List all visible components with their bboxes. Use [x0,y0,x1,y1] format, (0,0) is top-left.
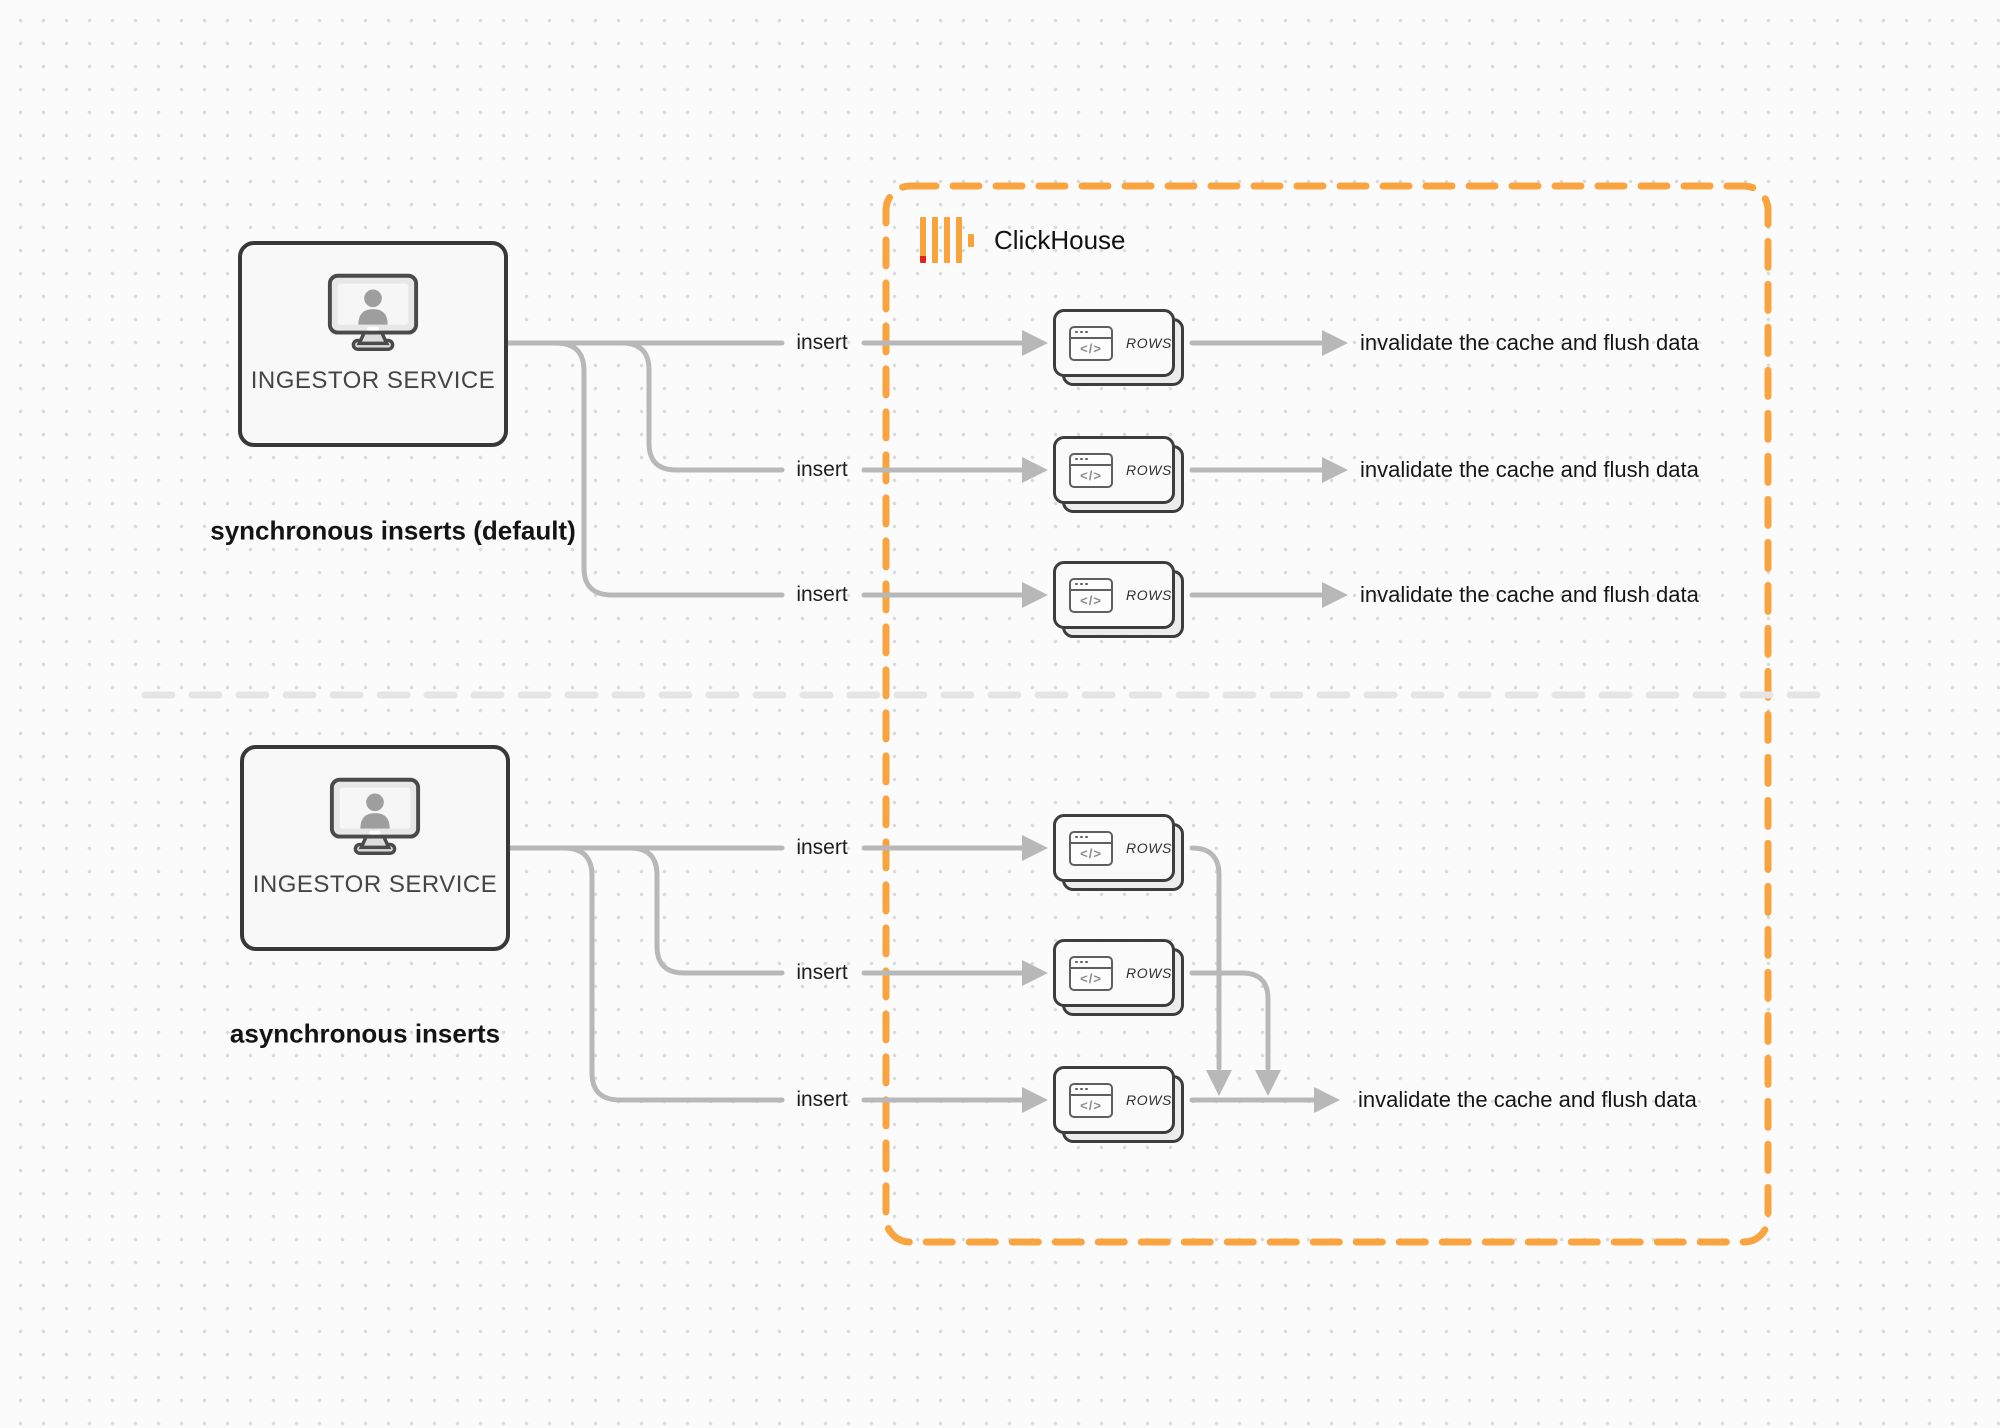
arrowhead-icon [1022,960,1048,986]
rows-card: </> ROWS [1053,814,1184,891]
sync-arrowheads [1022,330,1348,608]
rows-card-front: </> ROWS [1053,561,1175,629]
rows-label: ROWS [1126,335,1172,351]
insert-label: insert [796,583,848,606]
sync-branch-row3 [553,340,785,598]
code-window-icon: </> [1069,1082,1114,1118]
service-label: INGESTOR SERVICE [252,871,498,898]
rows-card-front: </> ROWS [1053,436,1175,504]
invalidate-label: invalidate the cache and flush data [1360,330,1699,355]
arrowhead-icon [1022,835,1048,861]
invalidate-label: invalidate the cache and flush data [1360,457,1699,482]
logo-bar [932,217,938,263]
arrowhead-icon [1022,457,1048,483]
clickhouse-logo: ClickHouse [920,217,1126,263]
code-glyph: </> [1080,341,1102,356]
clickhouse-label: ClickHouse [994,224,1126,255]
sync-connectors [505,340,1327,598]
rows-card-front: </> ROWS [1053,309,1175,377]
code-glyph: </> [1080,1098,1102,1113]
insert-label: insert [796,961,848,984]
rows-card-front: </> ROWS [1053,1066,1175,1134]
insert-label: insert [796,458,848,481]
rows-card: </> ROWS [1053,1066,1184,1143]
logo-bar [956,217,962,263]
rows-label: ROWS [1126,587,1172,603]
code-glyph: </> [1080,846,1102,861]
rows-card: </> ROWS [1053,309,1184,386]
rows-label: ROWS [1126,1092,1172,1108]
rows-card-front: </> ROWS [1053,814,1175,882]
invalidate-label: invalidate the cache and flush data [1360,582,1699,607]
insert-label: insert [796,1088,848,1111]
code-window-icon: </> [1069,830,1114,866]
arrowhead-icon [1022,330,1048,356]
invalidate-label: invalidate the cache and flush data [1358,1087,1697,1112]
monitor-user-icon [329,777,421,855]
async-connectors [505,845,1317,1103]
rows-card: </> ROWS [1053,939,1184,1016]
clickhouse-dashed-boundary [882,182,1772,1246]
logo-bar-short [968,233,974,247]
sync-caption: synchronous inserts (default) [210,515,576,546]
insert-label: insert [796,836,848,859]
code-window-icon: </> [1069,325,1114,361]
ingestor-service-box-sync: INGESTOR SERVICE [238,241,508,447]
arrowhead-down-icon [1255,1070,1281,1096]
arrowhead-icon [1322,330,1348,356]
service-label: INGESTOR SERVICE [250,367,496,394]
arrowhead-icon [1022,582,1048,608]
arrowhead-down-icon [1206,1070,1232,1096]
sync-branch-row2 [619,340,785,473]
code-window-icon: </> [1069,955,1114,991]
monitor-user-icon [327,273,419,351]
rows-card-front: </> ROWS [1053,939,1175,1007]
code-window-icon: </> [1069,577,1114,613]
rows-label: ROWS [1126,462,1172,478]
arrowhead-icon [1314,1087,1340,1113]
code-glyph: </> [1080,468,1102,483]
async-merge-row1 [1189,845,1222,1071]
async-branch-row2 [627,845,785,976]
rows-card: </> ROWS [1053,561,1184,638]
rows-label: ROWS [1126,840,1172,856]
logo-bar [944,217,950,263]
insert-label: insert [796,331,848,354]
arrowhead-icon [1022,1087,1048,1113]
async-arrowheads [1022,835,1340,1113]
clickhouse-bars-icon [920,217,974,263]
arrowhead-icon [1322,457,1348,483]
logo-bar [920,217,926,263]
async-branch-row3 [561,845,785,1103]
ingestor-service-box-async: INGESTOR SERVICE [240,745,510,951]
code-glyph: </> [1080,971,1102,986]
code-window-icon: </> [1069,452,1114,488]
code-glyph: </> [1080,593,1102,608]
rows-card: </> ROWS [1053,436,1184,513]
arrowhead-icon [1322,582,1348,608]
rows-label: ROWS [1126,965,1172,981]
async-caption: asynchronous inserts [229,1018,501,1049]
async-merge-row2 [1189,970,1271,1071]
